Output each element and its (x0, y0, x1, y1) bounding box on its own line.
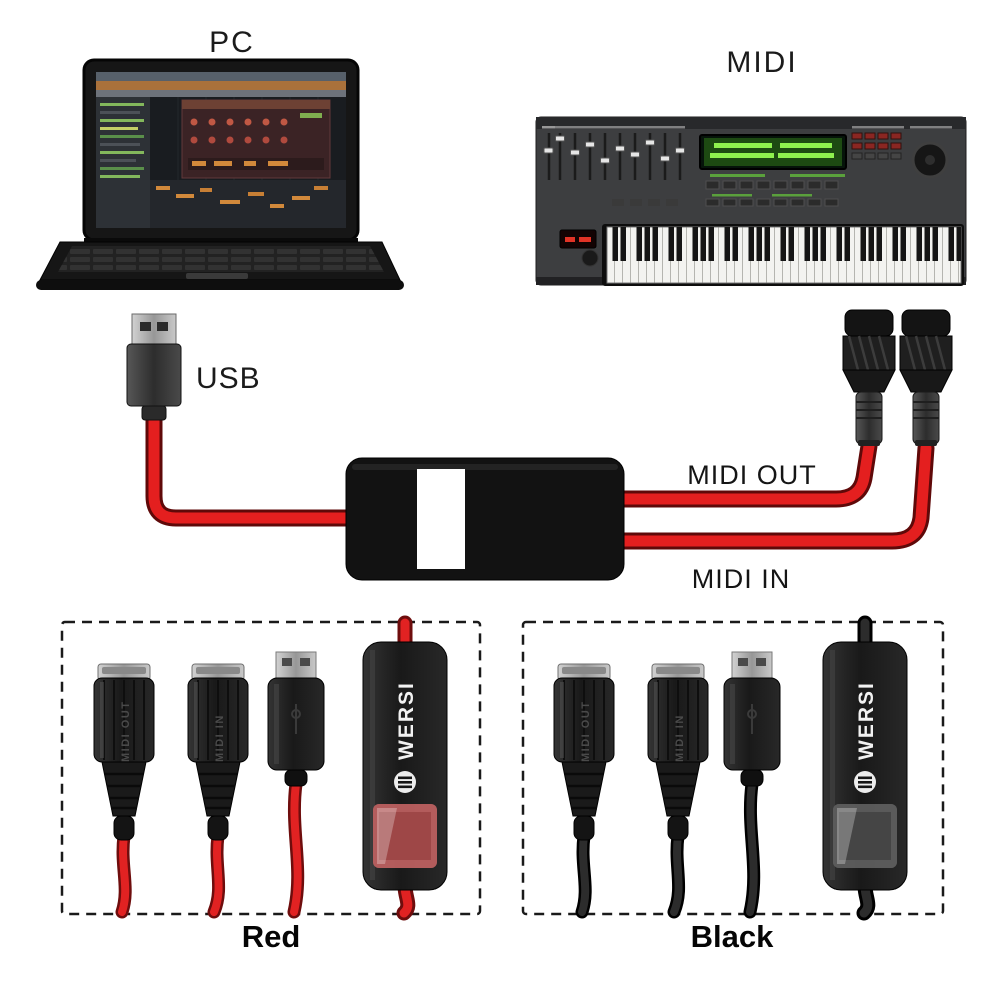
laptop-illustration (36, 58, 404, 290)
usb-cable (145, 403, 357, 527)
adapter-white-label (417, 469, 465, 569)
midi-out-label: MIDI OUT (687, 460, 817, 490)
black-caption: Black (691, 919, 774, 954)
usb-connector (723, 651, 781, 787)
midi-in-cable (615, 439, 935, 550)
usb-connector (267, 651, 325, 787)
parameter-sliders (555, 126, 685, 180)
midi-plug-in (899, 309, 953, 446)
connector-label-midi-out: MIDI OUT (120, 701, 132, 763)
usb-plug (126, 313, 182, 421)
piano-keys (581, 224, 964, 286)
midi-keyboard-illustration (535, 116, 967, 286)
product-box-red: MIDI OUT MIDI IN (60, 615, 482, 921)
connector-label-midi-out: MIDI OUT (580, 701, 592, 763)
data-knob (910, 126, 952, 179)
connector-label-midi-in: MIDI IN (674, 714, 686, 762)
midi-in-label: MIDI IN (692, 564, 791, 594)
tone-buttons (612, 174, 845, 207)
button-cluster (851, 126, 904, 160)
interface-adapter (345, 457, 625, 581)
product-box-black: MIDI OUT MIDI IN (521, 615, 945, 921)
inline-converter (822, 641, 908, 891)
pc-label: PC (209, 26, 255, 59)
lcd-display (699, 134, 847, 170)
midi-label: MIDI (726, 46, 797, 79)
connector-label-midi-in: MIDI IN (214, 714, 226, 762)
usb-label: USB (196, 362, 261, 395)
midi-plug-out (842, 309, 896, 446)
inline-converter (362, 641, 448, 891)
red-caption: Red (242, 919, 301, 954)
midi-out-cable (615, 437, 878, 508)
